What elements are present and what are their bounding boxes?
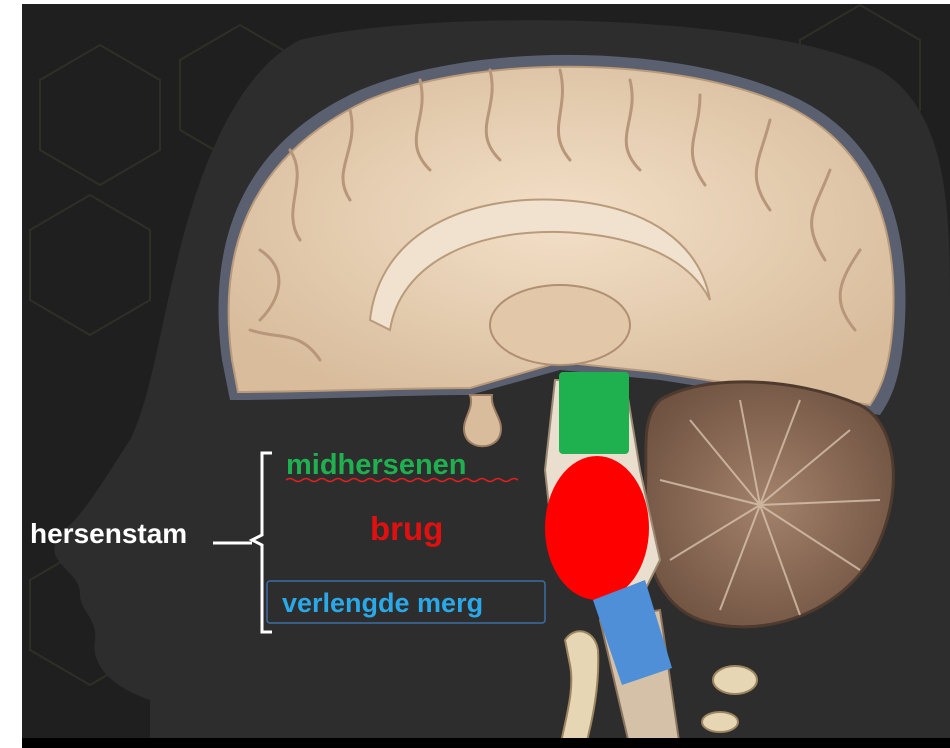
thalamus (490, 285, 630, 365)
midbrain-label: midhersenen (286, 449, 467, 481)
midbrain-marker (559, 372, 629, 454)
bottom-strip (22, 738, 950, 748)
medulla-label: verlengde merg (282, 588, 483, 618)
brainstem-label: hersenstam (30, 518, 187, 549)
pons-label: brug (370, 510, 443, 547)
pons-marker (545, 456, 649, 600)
